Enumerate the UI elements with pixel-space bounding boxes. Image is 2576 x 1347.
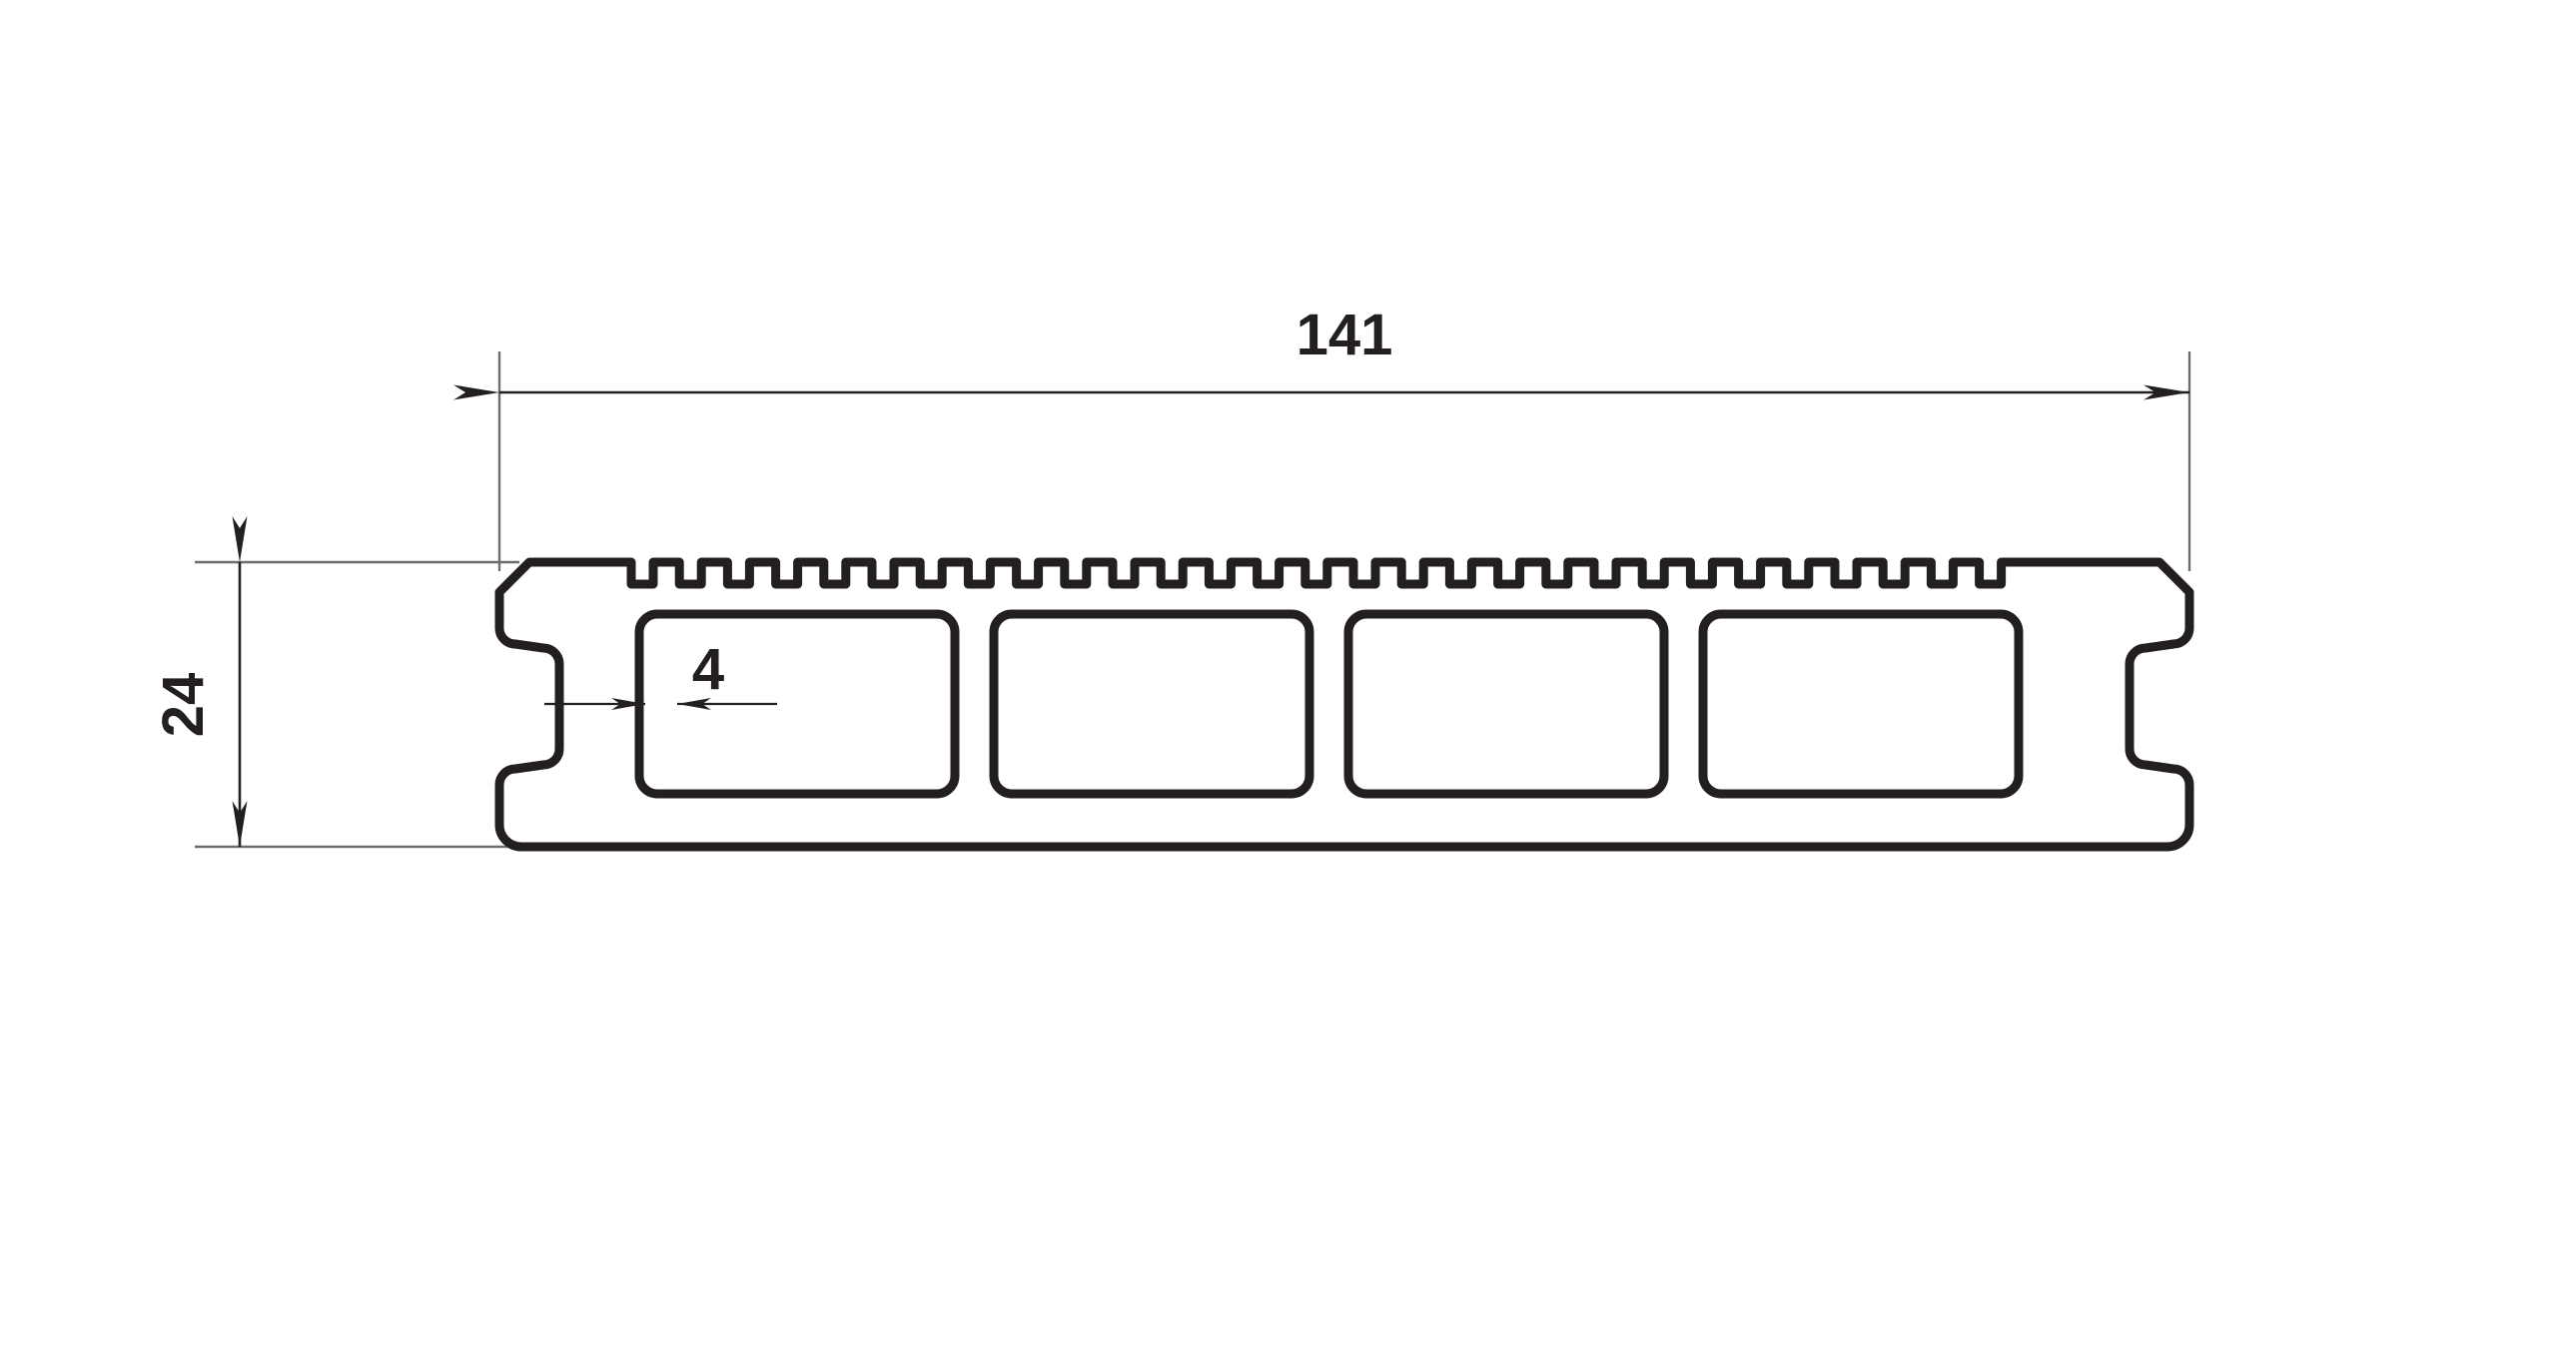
chamber-3: [1343, 609, 1669, 799]
dimension-label-24: 24: [151, 673, 216, 738]
internal-chambers: [634, 609, 2024, 799]
dimension-label-141: 141: [1296, 303, 1393, 367]
chamber-2: [989, 609, 1314, 799]
dimension-width-141: 141: [453, 303, 2191, 571]
chamber-4: [1698, 609, 2024, 799]
dimension-wall-4: 4: [544, 637, 777, 710]
chamber-1: [634, 609, 960, 799]
profile-outer-contour: [494, 557, 2194, 852]
profile-outline: [494, 557, 2194, 852]
dimension-height-24: 24: [151, 516, 519, 849]
dimension-label-4: 4: [692, 637, 724, 702]
